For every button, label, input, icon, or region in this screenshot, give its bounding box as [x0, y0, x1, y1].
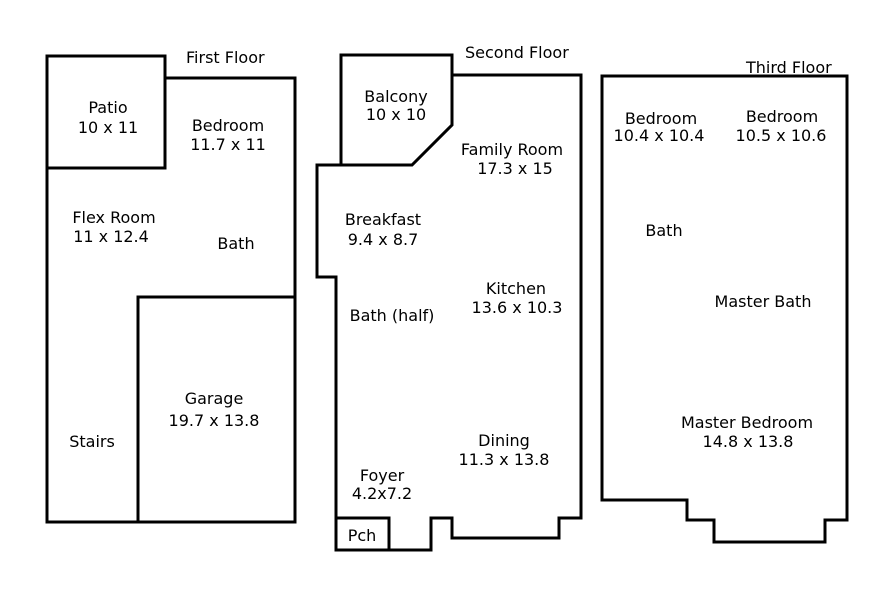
third-bath-label: Bath [645, 221, 682, 240]
patio-label: Patio [88, 98, 127, 117]
kitchen-dims: 13.6 x 10.3 [472, 298, 563, 317]
dining-dims: 11.3 x 13.8 [459, 450, 550, 469]
patio-dims: 10 x 11 [78, 118, 138, 137]
third-bedroom-1-label: Bedroom [625, 109, 697, 128]
first-bedroom-dims: 11.7 x 11 [190, 135, 266, 154]
garage-wall [136, 295, 297, 524]
second-floor-title: Second Floor [465, 43, 569, 62]
dining-label: Dining [478, 431, 530, 450]
patio-wall [45, 54, 167, 170]
master-bedroom-dims: 14.8 x 13.8 [703, 432, 794, 451]
porch-wall [334, 516, 391, 552]
third-floor-plan: Third Floor Bedroom 10.4 x 10.4 Bedroom … [600, 58, 849, 544]
family-room-label: Family Room [461, 140, 563, 159]
first-floor-plan: First Floor Patio 10 x 11 Bedroom 11.7 x… [45, 48, 297, 524]
first-floor-title: First Floor [186, 48, 265, 67]
breakfast-dims: 9.4 x 8.7 [348, 230, 419, 249]
balcony-label: Balcony [364, 87, 427, 106]
garage-label: Garage [185, 389, 244, 408]
stairs-label: Stairs [69, 432, 115, 451]
flex-room-dims: 11 x 12.4 [73, 227, 149, 246]
porch-label: Pch [348, 526, 377, 545]
breakfast-label: Breakfast [345, 210, 421, 229]
flex-room-label: Flex Room [72, 208, 155, 227]
second-floor-plan: Second Floor Balcony 10 x 10 Family Room… [315, 43, 583, 552]
first-bath-label: Bath [217, 234, 254, 253]
third-floor-title: Third Floor [745, 58, 832, 77]
second-floor-outline [315, 53, 583, 552]
master-bath-label: Master Bath [715, 292, 812, 311]
balcony-wall [339, 73, 454, 167]
foyer-label: Foyer [360, 466, 405, 485]
garage-dims: 19.7 x 13.8 [169, 411, 260, 430]
foyer-dims: 4.2x7.2 [352, 484, 412, 503]
third-bedroom-1-dims: 10.4 x 10.4 [614, 126, 705, 145]
third-floor-outline [600, 74, 849, 544]
family-room-dims: 17.3 x 15 [477, 159, 553, 178]
master-bedroom-label: Master Bedroom [681, 413, 813, 432]
kitchen-label: Kitchen [486, 279, 546, 298]
third-bedroom-2-label: Bedroom [746, 107, 818, 126]
third-bedroom-2-dims: 10.5 x 10.6 [736, 126, 827, 145]
balcony-dims: 10 x 10 [366, 105, 426, 124]
first-bedroom-label: Bedroom [192, 116, 264, 135]
half-bath-label: Bath (half) [350, 306, 435, 325]
